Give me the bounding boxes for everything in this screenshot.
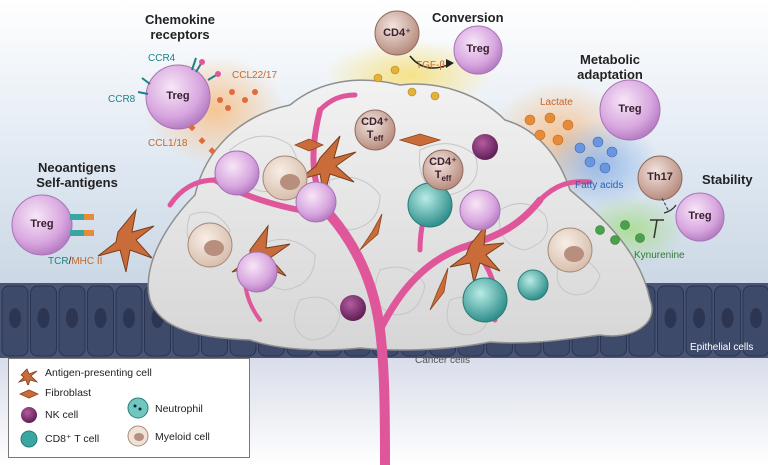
label-neoantigens: Neoantigens Self-antigens — [36, 160, 118, 190]
label-conversion: Conversion — [432, 10, 504, 25]
treg-label-neoantigen: Treg — [30, 218, 54, 230]
fibroblasts — [293, 133, 449, 311]
legend: Antigen-presenting cell Fibroblast NK ce… — [8, 358, 250, 458]
treg-metabolic-cell — [599, 79, 661, 141]
apc-legend-icon — [17, 368, 39, 385]
label-ccr4: CCR4 — [148, 53, 176, 64]
label-lactate: Lactate — [540, 97, 573, 108]
label-ccr8: CCR8 — [108, 94, 136, 105]
treg-neoantigen-cell — [11, 194, 94, 256]
cd4-teff-cells — [354, 109, 464, 191]
fatty-acid-glow — [540, 120, 660, 210]
legend-cd8-t-cell: CD8⁺ T cell — [45, 433, 100, 445]
legend-fibroblast: Fibroblast — [45, 387, 92, 399]
epithelial-nucleus — [664, 308, 677, 328]
epithelial-nucleus — [721, 308, 734, 328]
tgf-beta-molecules — [373, 65, 440, 101]
treg-label-chemokine: Treg — [166, 90, 190, 102]
label-cancer-cells: Cancer cells — [415, 355, 471, 366]
lactate-molecules — [524, 112, 574, 146]
legend-neutrophil: Neutrophil — [155, 403, 203, 415]
th17-label: Th17 — [647, 171, 673, 183]
legend-nk-cell: NK cell — [45, 409, 79, 421]
neutrophil-legend-icon — [127, 397, 149, 419]
treg-label-conversion: Treg — [466, 43, 490, 55]
fatty-acid-molecules — [574, 136, 618, 174]
treg-label-stability: Treg — [688, 210, 712, 222]
kynurenine-molecules — [595, 220, 645, 245]
label-tgf-beta: TGF-β — [416, 60, 446, 71]
epithelial-nucleus — [9, 308, 21, 328]
conversion-cells — [374, 10, 503, 75]
nk-legend-icon — [21, 407, 37, 423]
label-kynurenine: Kynurenine — [634, 250, 685, 261]
epithelial-nucleus — [37, 308, 50, 328]
legend-myeloid-cell: Myeloid cell — [155, 431, 210, 443]
epithelial-nucleus — [123, 308, 135, 328]
cd8-t-cells — [517, 269, 549, 301]
myeloid-cells — [187, 155, 593, 273]
treg-cells-in-tumor — [214, 150, 501, 293]
chemokine-dots — [188, 89, 258, 155]
cd4-label-conversion: CD4⁺ — [383, 27, 411, 39]
cd8-legend-icon — [20, 430, 38, 448]
cd4-teff-label-1: CD4⁺ Teff — [361, 116, 389, 144]
myeloid-legend-icon — [127, 425, 149, 447]
label-chemokine-receptors: Chemokine receptors — [144, 12, 216, 42]
nk-cells — [340, 134, 498, 321]
epithelial-nucleus — [94, 308, 107, 328]
epithelial-nucleus — [693, 308, 705, 328]
label-tcr-mhc: TCR/MHC II — [48, 256, 103, 267]
treg-chemokine-receptor-cell — [137, 57, 221, 130]
label-ccl1-18: CCL1/18 — [148, 138, 188, 149]
neutrophils — [18, 182, 508, 420]
label-metabolic-adaptation: Metabolic adaptation — [577, 52, 643, 82]
epithelial-nucleus — [66, 308, 78, 328]
legend-antigen-presenting-cell: Antigen-presenting cell — [45, 367, 152, 379]
treg-label-metabolic: Treg — [618, 103, 642, 115]
stability-cells — [637, 155, 725, 242]
label-stability: Stability — [702, 172, 753, 187]
label-fatty-acids: Fatty acids — [575, 180, 624, 191]
label-epithelial-cells: Epithelial cells — [690, 342, 754, 353]
epithelial-nucleus — [750, 308, 762, 328]
cd4-teff-label-2: CD4⁺ Teff — [429, 156, 457, 184]
label-ccl22-17: CCL22/17 — [232, 70, 278, 81]
fibroblast-legend-icon — [19, 389, 39, 399]
